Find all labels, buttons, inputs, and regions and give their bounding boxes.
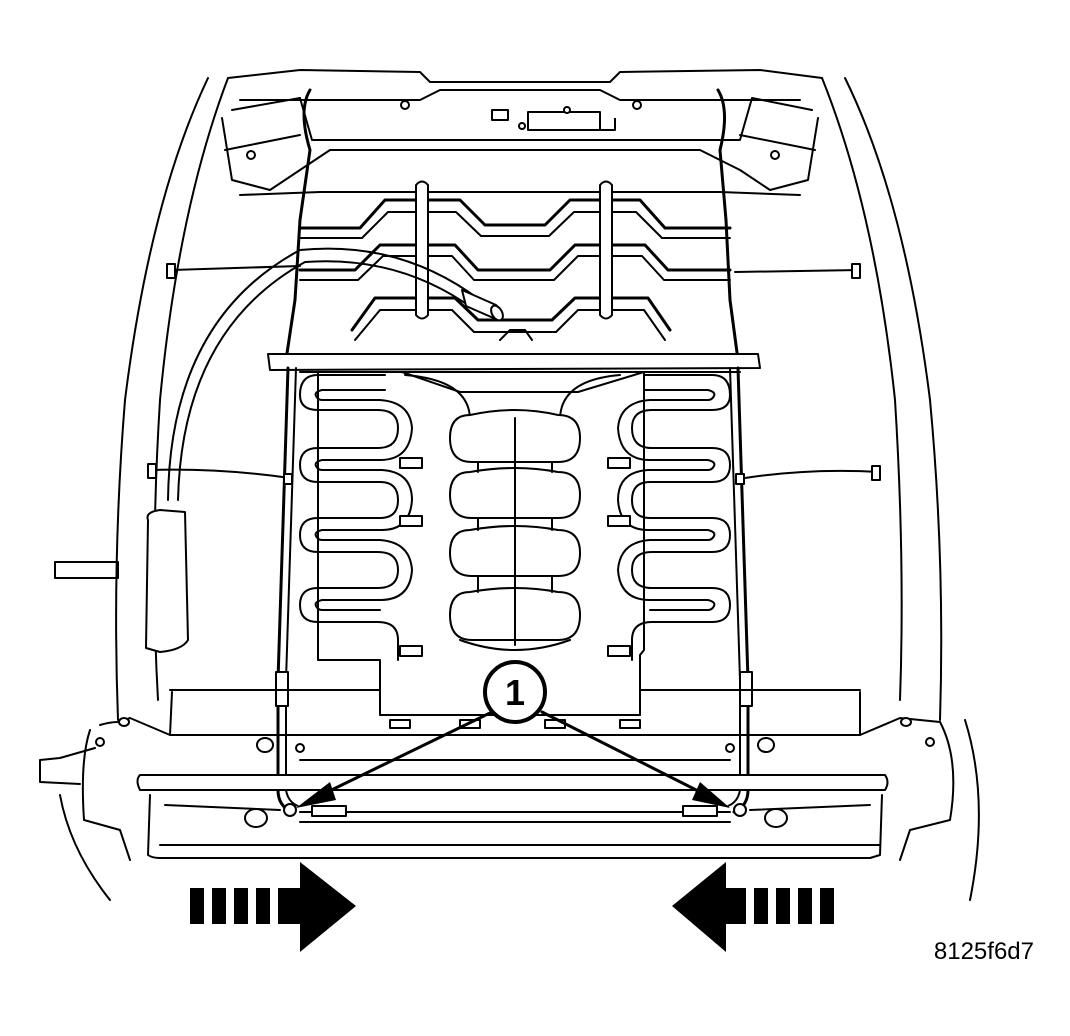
zigzag-springs [298, 198, 732, 341]
lumbar-adjuster [145, 509, 189, 653]
callout-circle [483, 660, 547, 724]
lumbar-cable [54, 247, 504, 653]
seat-back-shell [115, 69, 943, 721]
reference-code: 8125f6d7 [933, 938, 1034, 965]
leader-arrowhead-left [296, 782, 336, 808]
rod-ends [283, 803, 747, 817]
leader-line-left [313, 710, 494, 800]
callout-number: 1 [505, 672, 525, 713]
side-wires [147, 88, 881, 481]
center-cushion-stack [449, 409, 581, 651]
callout-1: 1 [296, 660, 730, 808]
bracket-slot-small [491, 109, 509, 121]
upper-frame [221, 97, 819, 196]
serpentine-right [631, 374, 731, 661]
push-arrow-left-icon [672, 862, 834, 952]
leader-arrowhead-right [692, 782, 730, 808]
push-arrow-right-icon [190, 862, 356, 952]
vertical-rods [415, 180, 613, 320]
serpentine-left [299, 374, 399, 661]
leader-line-right [540, 710, 714, 800]
